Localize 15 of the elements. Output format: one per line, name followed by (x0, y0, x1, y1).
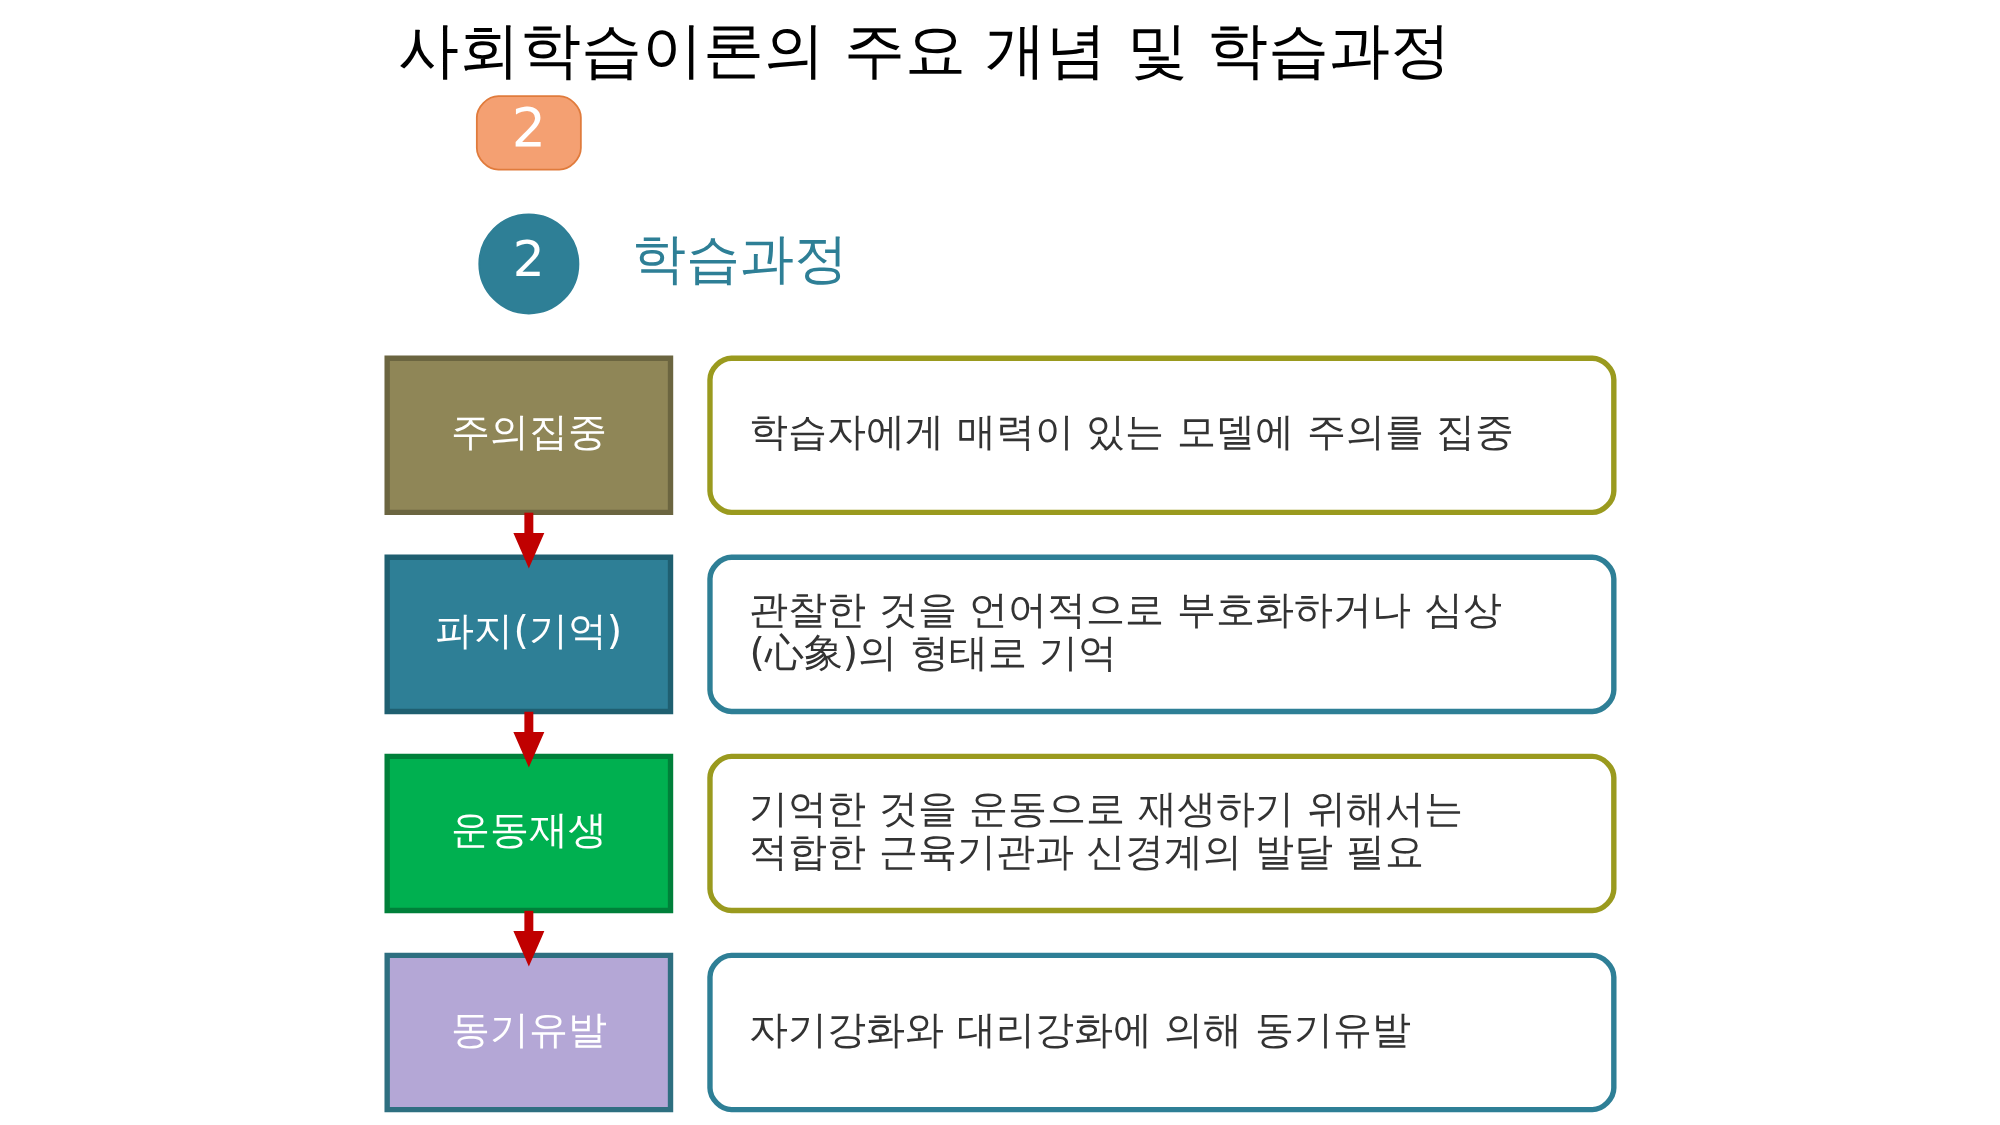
node-box: 기억한 것을 운동으로 재생하기 위해서는 적합한 근육기관과 신경계의 발달 필요 (706, 753, 1616, 914)
node-box: 주의집중 (384, 355, 673, 516)
node-box: 2 (475, 95, 582, 171)
node-box: 파지(기억) (384, 554, 673, 715)
node-box: 동기유발 (384, 952, 673, 1113)
node-box: 자기강화와 대리강화에 의해 동기유발 (706, 952, 1616, 1113)
node-box: 학습자에게 매력이 있는 모델에 주의를 집중 (706, 355, 1616, 516)
node-circle: 2 (477, 213, 579, 315)
diagram-title: 사회학습이론의 주요 개념 및 학습과정 (397, 14, 1451, 86)
arrow (512, 512, 544, 569)
label: 학습과정 (631, 227, 848, 291)
arrow (512, 711, 544, 768)
node-box: 관찰한 것을 언어적으로 부호화하거나 심상 (心象)의 형태로 기억 (706, 554, 1616, 715)
node-box: 운동재생 (384, 753, 673, 914)
arrow (512, 910, 544, 967)
